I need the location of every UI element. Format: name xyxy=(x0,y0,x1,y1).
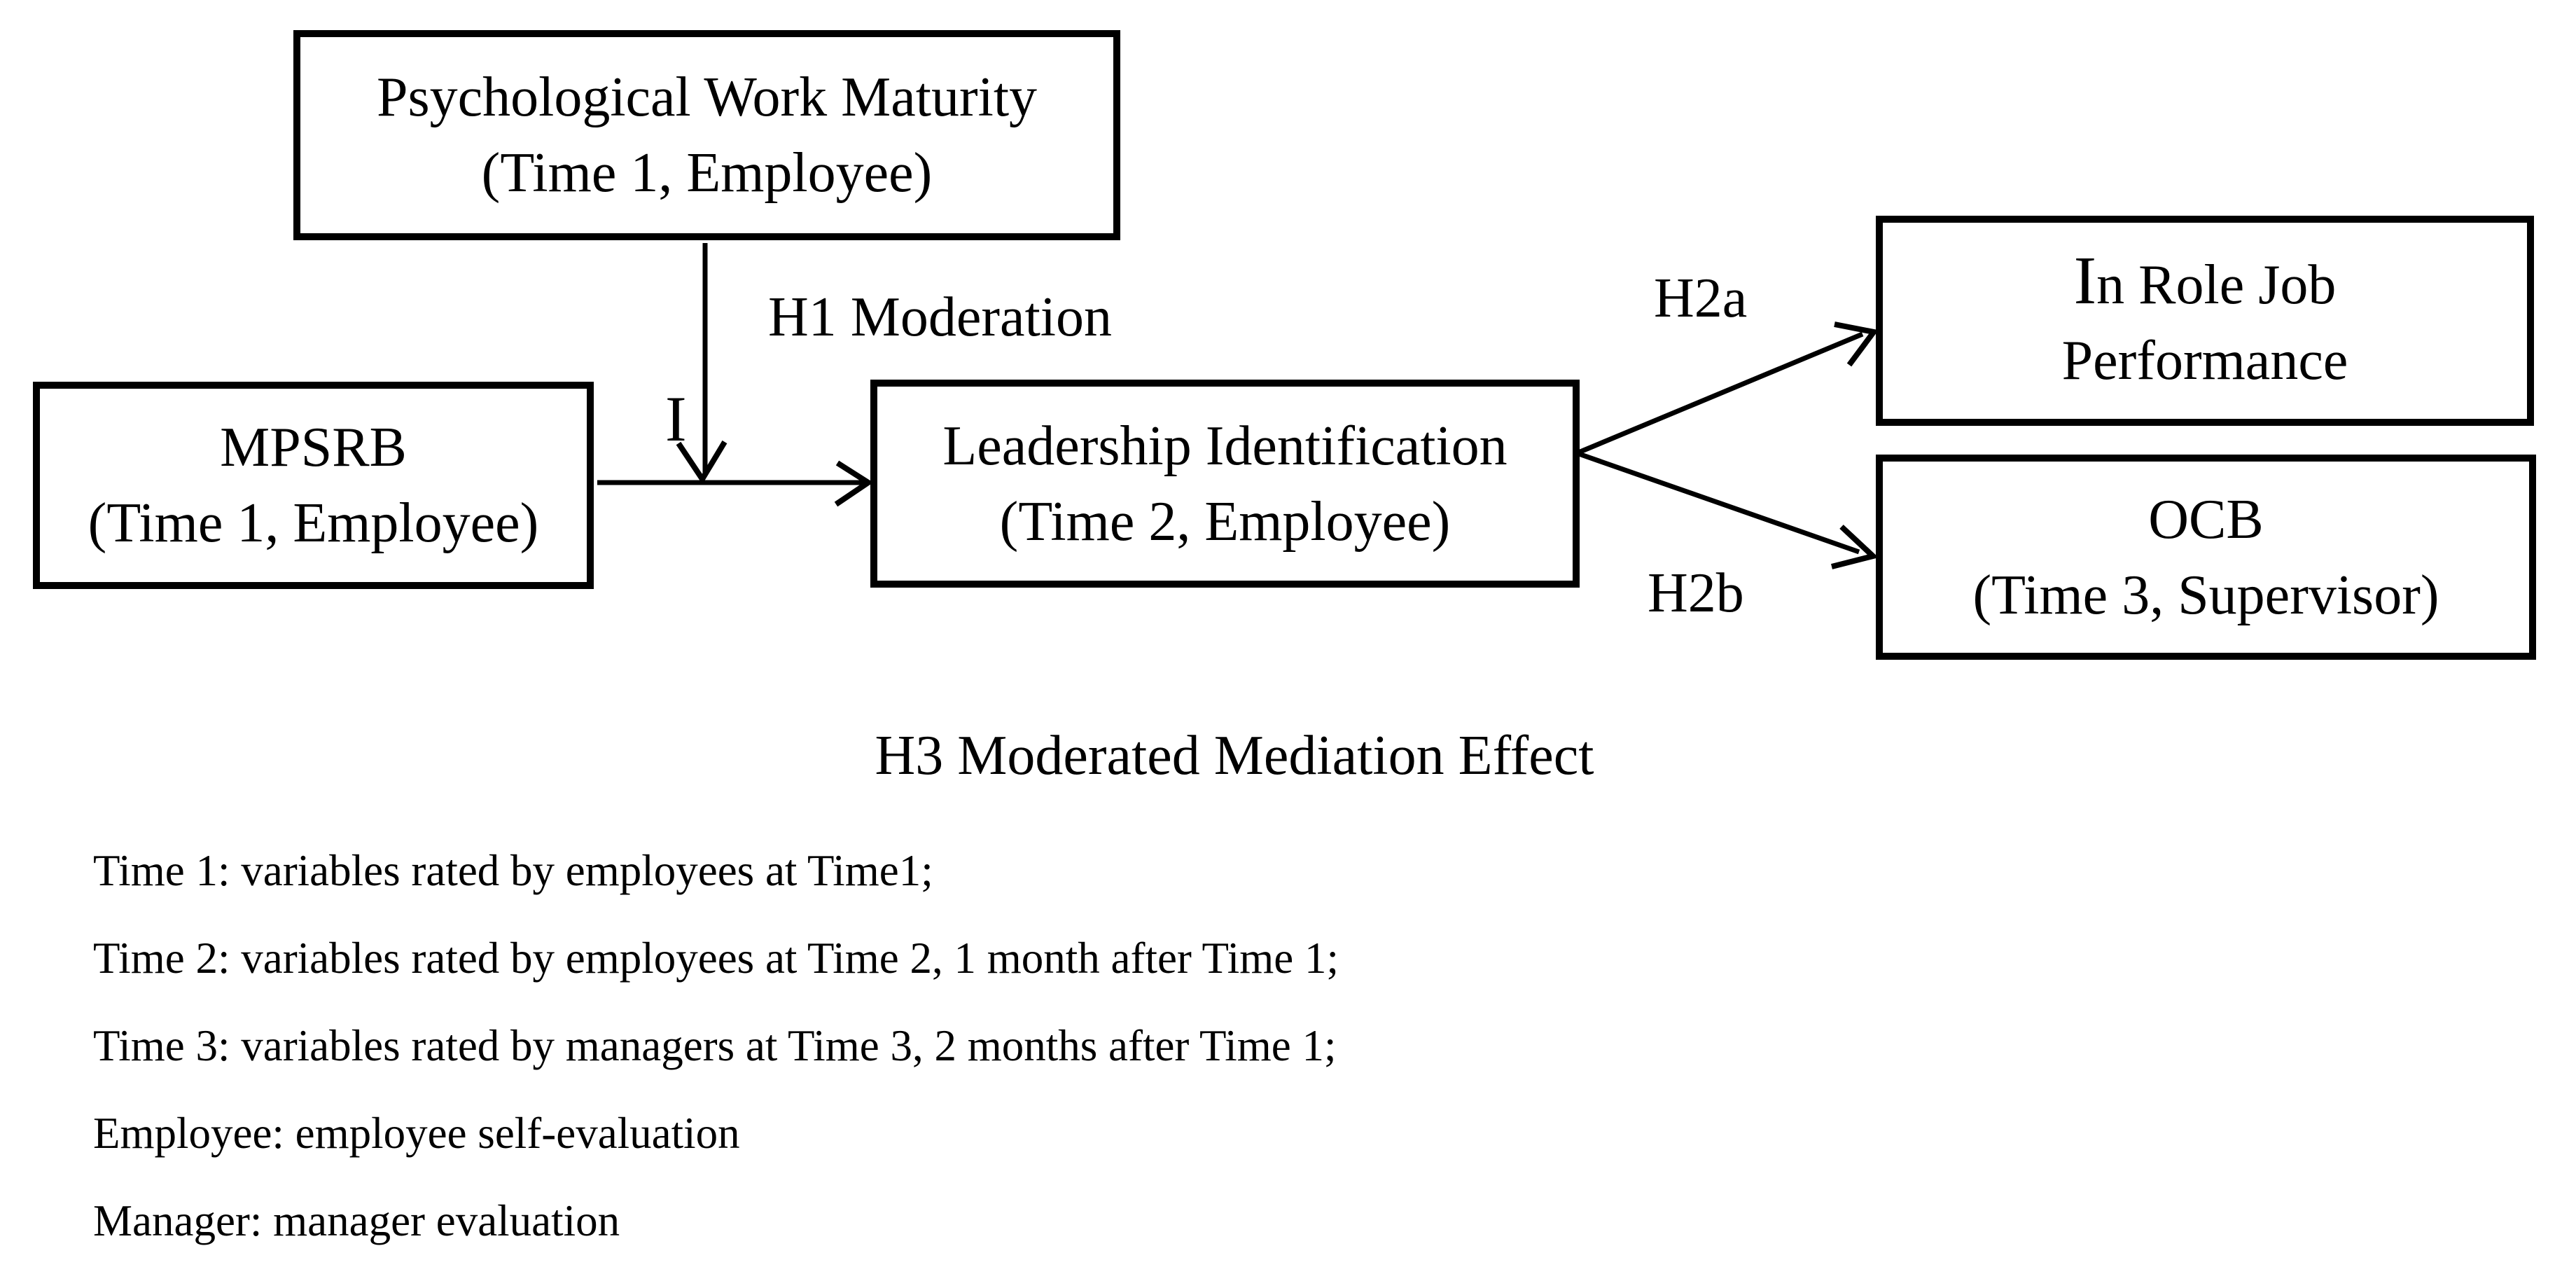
box-leadership-identification-line2: (Time 2, Employee) xyxy=(999,490,1451,553)
h2b-arrow xyxy=(1575,450,1879,569)
box-leadership-identification-line1: Leadership Identification xyxy=(942,415,1508,477)
label-h1-moderation: H1 Moderation xyxy=(768,286,1113,348)
label-h2b: H2b xyxy=(1648,562,1744,624)
box-in-role-job-performance-line1: In Role Job xyxy=(2073,243,2337,319)
box-ocb-line1: OCB xyxy=(2148,488,2264,551)
note-time3: Time 3: variables rated by managers at T… xyxy=(93,1021,1337,1070)
box-ocb: OCB (Time 3, Supervisor) xyxy=(1876,455,2536,660)
label-h2a: H2a xyxy=(1654,268,1748,329)
box-psychological-work-maturity-line2: (Time 1, Employee) xyxy=(481,142,933,204)
box-mpsrb-line1: MPSRB xyxy=(220,417,407,478)
box-mpsrb: MPSRB (Time 1, Employee) xyxy=(33,382,594,589)
box-psychological-work-maturity: Psychological Work Maturity (Time 1, Emp… xyxy=(293,30,1120,240)
box-leadership-identification: Leadership Identification (Time 2, Emplo… xyxy=(870,380,1580,588)
box-in-role-job-performance: In Role Job Performance xyxy=(1876,216,2534,426)
note-employee: Employee: employee self-evaluation xyxy=(93,1109,740,1158)
note-manager: Manager: manager evaluation xyxy=(93,1196,620,1245)
box-ocb-line2: (Time 3, Supervisor) xyxy=(1972,564,2439,626)
note-time2: Time 2: variables rated by employees at … xyxy=(93,934,1339,983)
main-effect-arrow xyxy=(597,460,874,507)
label-h3-moderated-mediation: H3 Moderated Mediation Effect xyxy=(875,725,1594,787)
text-cursor-artifact: I xyxy=(665,383,687,455)
box-in-role-job-performance-line2: Performance xyxy=(2061,330,2348,392)
moderation-arrow xyxy=(676,243,727,485)
box-mpsrb-line2: (Time 1, Employee) xyxy=(88,492,539,554)
h2a-arrow xyxy=(1575,321,1879,456)
note-time1: Time 1: variables rated by employees at … xyxy=(93,846,933,895)
box-psychological-work-maturity-line1: Psychological Work Maturity xyxy=(376,67,1038,128)
